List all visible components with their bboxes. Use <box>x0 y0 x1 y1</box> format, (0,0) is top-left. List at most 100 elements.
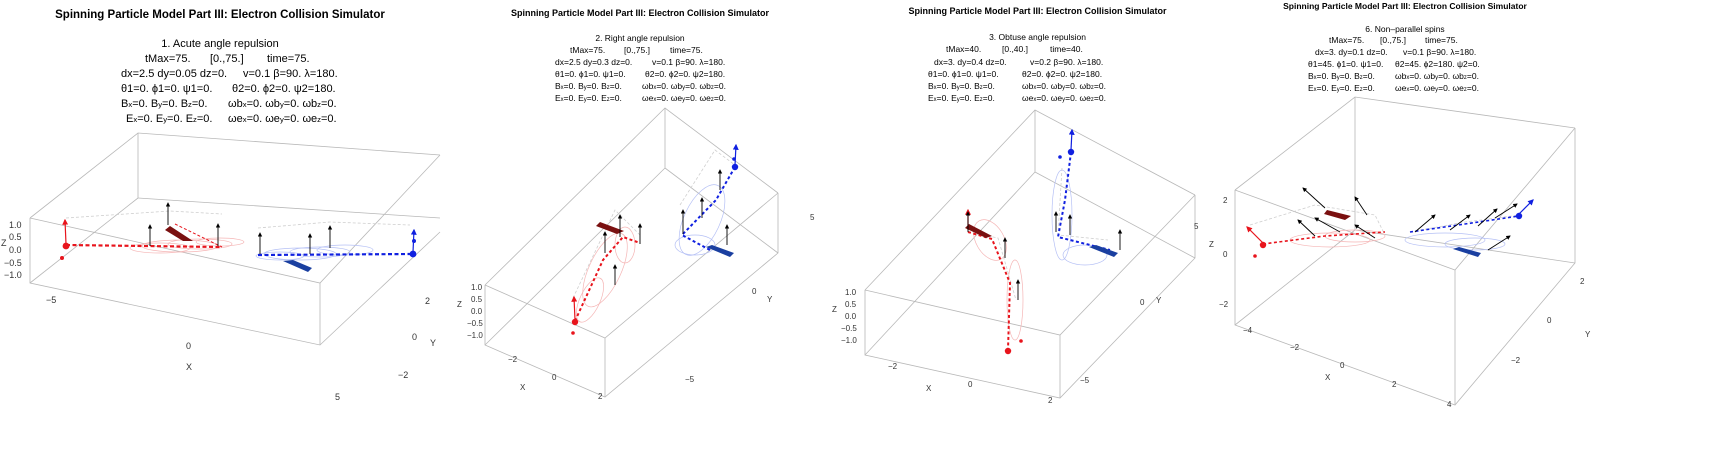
y-tick: 2 <box>1580 277 1585 286</box>
x-tick: −5 <box>46 295 57 305</box>
x-tick: 0 <box>968 380 973 389</box>
force-arrows <box>147 202 333 254</box>
panel-subtitle: 3. Obtuse angle repulsion <box>989 32 1086 42</box>
param-angles-1: θ1=0. ϕ1=0. ψ1=0. <box>121 83 213 95</box>
z-tick: 1.0 <box>9 220 22 230</box>
z-tick: −1.0 <box>4 270 22 280</box>
x-tick: 2 <box>1392 380 1397 389</box>
param-dxyz: dx=3. dy=0.4 dz=0. <box>934 57 1007 67</box>
y-axis-label: Y <box>767 295 773 304</box>
z-tick: 0.0 <box>471 307 483 316</box>
x-tick: −2 <box>888 362 898 371</box>
spin-vector-particle-2 <box>706 245 734 257</box>
trajectory-particle-1 <box>65 243 223 249</box>
z-tick: −0.5 <box>4 258 22 268</box>
x-tick: 0 <box>552 373 557 382</box>
trajectory-shadow-blue <box>255 244 374 261</box>
force-arrows <box>1297 187 1518 251</box>
param-time: time=75. <box>1425 35 1458 45</box>
param-time: time=75. <box>670 45 703 55</box>
projection-lines <box>65 210 411 229</box>
panel-title: Spinning Particle Model Part III: Electr… <box>55 9 385 21</box>
param-angles-2: θ2=45. ϕ2=180. ψ2=0. <box>1395 59 1480 69</box>
trajectory-particle-1-branch <box>174 223 223 248</box>
bounding-box <box>29 132 441 346</box>
param-dxyz: dx=2.5 dy=0.3 dz=0. <box>555 57 633 67</box>
trajectory-shadow-red <box>576 226 636 323</box>
param-range: [0.,75.] <box>1380 35 1406 45</box>
param-tmax: tMax=40. <box>946 44 982 54</box>
param-angles-1: θ1=0. ϕ1=0. ψ1=0. <box>555 69 626 79</box>
spin-arrow-particle-1 <box>1246 226 1264 244</box>
projection-lines <box>1249 204 1521 236</box>
param-b-field: Bx=0. By=0. Bz=0. <box>121 98 208 110</box>
z-tick: 2 <box>1223 196 1228 205</box>
particle-1-marker <box>1259 241 1267 249</box>
x-axis-label: X <box>1325 373 1331 382</box>
spin-arrow-particle-1 <box>571 295 578 321</box>
z-tick: 1.0 <box>845 288 857 297</box>
trajectory-particle-1 <box>574 235 641 322</box>
x-tick: −2 <box>1290 343 1300 352</box>
panel-subtitle: 1. Acute angle repulsion <box>161 38 279 50</box>
y-axis-label: Y <box>1585 330 1591 339</box>
y-tick: 2 <box>425 296 431 306</box>
param-b-field: Bx=0. By=0. Bz=0. <box>928 81 995 91</box>
param-velocity: v=0.1 β=90. λ=180. <box>1403 47 1477 57</box>
particle-2-marker <box>731 163 739 171</box>
z-tick: −2 <box>1219 300 1229 309</box>
spin-vector-particle-2 <box>283 260 312 272</box>
spin-vector-particle-2 <box>1453 247 1481 257</box>
param-time: time=40. <box>1050 44 1083 54</box>
force-arrows <box>602 169 730 285</box>
trajectory-particle-1 <box>967 231 1012 351</box>
z-tick: 0.0 <box>9 245 22 255</box>
spin-arrow-particle-2 <box>732 143 739 166</box>
projection-lines <box>967 167 1109 301</box>
trajectory-plot-3d <box>1234 96 1576 406</box>
param-b-field: Bx=0. By=0. Bz=0. <box>555 81 622 91</box>
z-tick: −1.0 <box>841 336 857 345</box>
panel-subtitle: 6. Non–parallel spins <box>1365 24 1445 34</box>
particle-2-marker <box>409 250 417 258</box>
y-tick: −5 <box>1080 376 1090 385</box>
y-tick: −2 <box>398 370 409 380</box>
param-dxyz: dx=3. dy=0.1 dz=0. <box>1315 47 1388 57</box>
spin-arrow-particle-1 <box>62 218 69 245</box>
trajectory-plot-3d <box>864 109 1196 399</box>
param-omega-e: ωex=0. ωey=0. ωez=0. <box>642 93 726 103</box>
x-axis-label: X <box>186 362 193 372</box>
param-b-field: Bx=0. By=0. Bz=0. <box>1308 71 1375 81</box>
param-omega-b: ωbx=0. ωby=0. ωbz=0. <box>1395 71 1479 81</box>
z-axis-label: Z <box>832 305 837 314</box>
spin-vector-particle-1 <box>596 222 624 234</box>
z-tick: −1.0 <box>467 331 483 340</box>
param-angles-2: θ2=0. ϕ2=0. ψ2=180. <box>645 69 726 79</box>
force-arrows <box>965 211 1123 300</box>
z-axis-label: Z <box>1209 240 1214 249</box>
particle-2-marker <box>1067 148 1075 156</box>
y-tick: −5 <box>685 375 695 384</box>
param-omega-b: ωbx=0. ωby=0. ωbz=0. <box>228 98 337 110</box>
y-tick: 0 <box>412 332 418 342</box>
param-e-field: Ex=0. Ey=0. Ez=0. <box>126 113 213 125</box>
z-tick: 1.0 <box>471 283 483 292</box>
param-tmax: tMax=75. <box>570 45 606 55</box>
x-axis-label: X <box>520 383 526 392</box>
param-e-field: Ex=0. Ey=0. Ez=0. <box>1308 83 1375 93</box>
x-tick: 4 <box>1447 400 1452 409</box>
panel-subtitle: 2. Right angle repulsion <box>595 33 685 43</box>
z-tick: 0.5 <box>9 232 22 242</box>
param-angles-1: θ1=0. ϕ1=0. ψ1=0. <box>928 69 999 79</box>
param-time: time=75. <box>267 53 310 65</box>
trajectory-shadow-blue <box>1404 232 1506 251</box>
spin-arrow-particle-2 <box>1518 199 1534 215</box>
param-e-field: Ex=0. Ey=0. Ez=0. <box>555 93 622 103</box>
trajectory-particle-2 <box>1409 215 1520 233</box>
param-tmax: tMax=75. <box>1329 35 1365 45</box>
spin-arrow-particle-2 <box>410 228 417 253</box>
spin-vector-particle-1 <box>165 226 193 241</box>
param-e-field: Ex=0. Ey=0. Ez=0. <box>928 93 995 103</box>
panel-acute-angle: Spinning Particle Model Part III: Electr… <box>0 0 441 455</box>
panel-title: Spinning Particle Model Part III: Electr… <box>1283 1 1527 11</box>
